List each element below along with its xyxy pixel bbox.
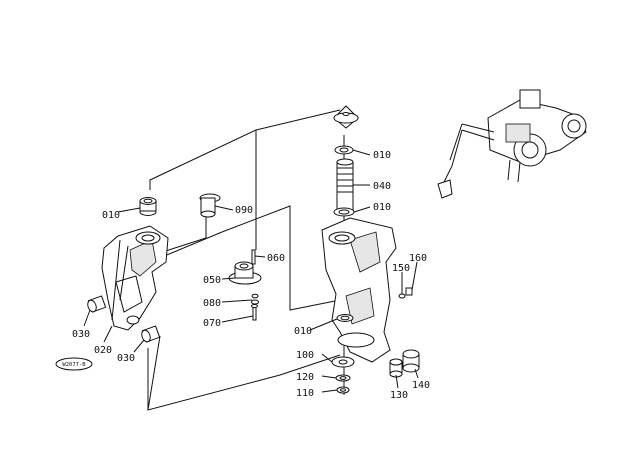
washer-part-small [251, 293, 259, 305]
thrust-washer-part [331, 356, 355, 368]
pin-part [199, 193, 221, 218]
part-label-030-left: 030 [72, 329, 90, 340]
part-label-010-top: 010 [373, 150, 391, 161]
part-label-160: 160 [409, 253, 427, 264]
splined-shaft-part [336, 158, 354, 211]
part-label-060: 060 [267, 253, 285, 264]
bush-part-upper [87, 295, 107, 313]
reference-code-text: W2077-B [62, 362, 86, 368]
shim-part [335, 374, 351, 382]
seal-ring-upper [334, 145, 354, 155]
washer-part-lower [336, 386, 350, 394]
part-label-010-left: 010 [102, 210, 120, 221]
swing-case-part [321, 217, 397, 363]
part-label-150: 150 [392, 263, 410, 274]
assembly-guide-lines [147, 109, 345, 411]
part-label-140: 140 [412, 380, 430, 391]
part-label-050: 050 [203, 275, 221, 286]
backhoe-tractor-illustration [437, 89, 587, 199]
part-label-010-center: 010 [294, 326, 312, 337]
part-label-040: 040 [373, 181, 391, 192]
part-label-030-right: 030 [117, 353, 135, 364]
part-label-080: 080 [203, 298, 221, 309]
grease-nipple-part [398, 287, 413, 299]
cap-part-small [389, 358, 403, 378]
part-label-100: 100 [296, 350, 314, 361]
part-label-130: 130 [390, 390, 408, 401]
screw-part [251, 304, 258, 321]
part-label-070: 070 [203, 318, 221, 329]
seal-ring-middle [333, 207, 355, 217]
leader-lines [83, 149, 419, 393]
part-label-110: 110 [296, 388, 314, 399]
seal-ring-lower [336, 314, 354, 322]
upper-ring-part [139, 197, 157, 216]
top-cap-part [333, 105, 359, 129]
cap-part-large [402, 349, 420, 373]
swing-bracket-part [101, 225, 169, 331]
bolt-part [251, 249, 256, 265]
part-label-120: 120 [296, 372, 314, 383]
reference-code-badge: W2077-B [55, 357, 93, 371]
part-label-020: 020 [94, 345, 112, 356]
part-label-010-right: 010 [373, 202, 391, 213]
part-label-090: 090 [235, 205, 253, 216]
swivel-collar-part [228, 261, 262, 285]
bush-part-lower [141, 325, 161, 343]
